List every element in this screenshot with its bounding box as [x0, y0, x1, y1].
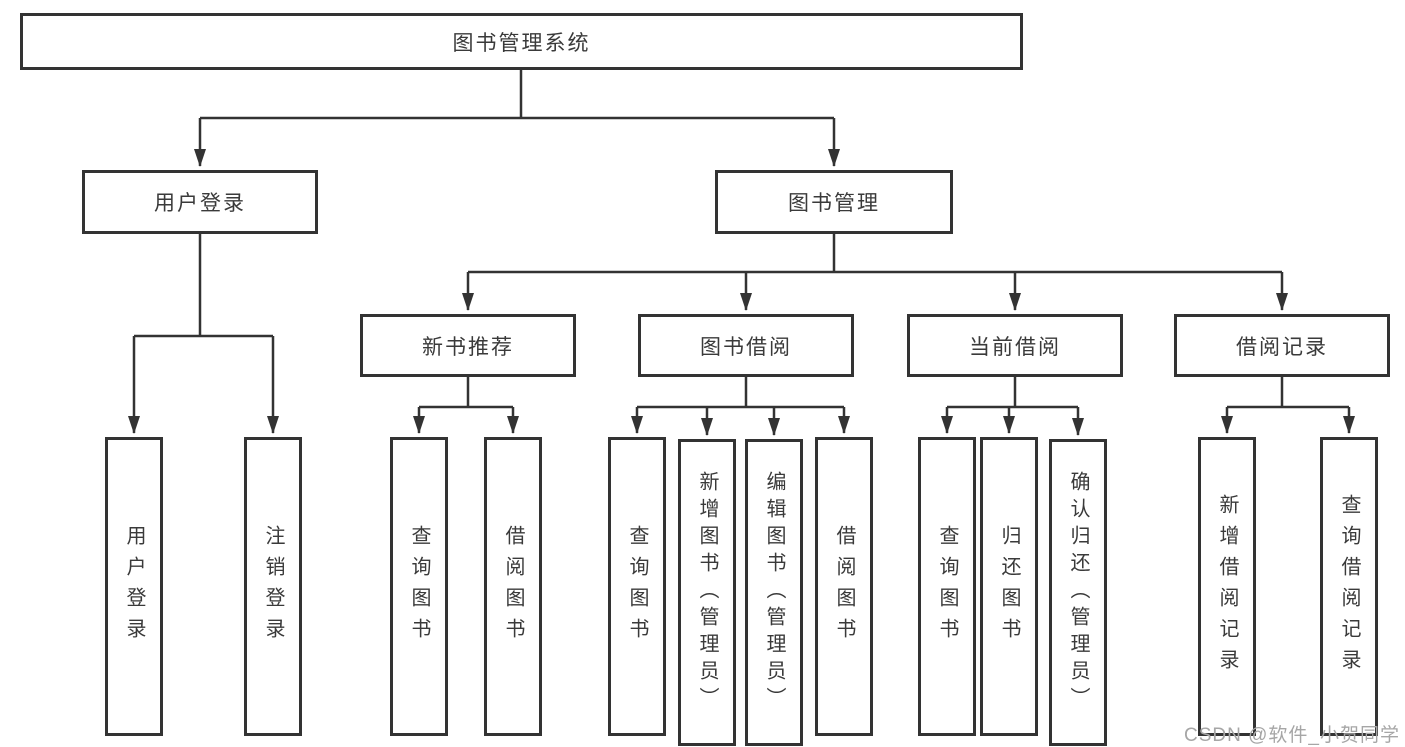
- leaf-confirm-return-admin: 确认归还（管理员）: [1049, 439, 1107, 746]
- node-label: 借阅记录: [1236, 335, 1328, 359]
- node-user-login: 用户登录: [82, 170, 318, 234]
- node-borrowing-records: 借阅记录: [1174, 314, 1390, 377]
- leaf-label: 查询图书: [408, 524, 430, 649]
- leaf-add-book-admin: 新增图书（管理员）: [678, 439, 736, 746]
- node-library-management-system: 图书管理系统: [20, 13, 1023, 70]
- node-label: 图书借阅: [700, 335, 792, 359]
- leaf-label: 借阅图书: [833, 524, 855, 649]
- leaf-label: 新增借阅记录: [1216, 493, 1238, 680]
- node-label: 图书管理系统: [452, 31, 591, 55]
- leaf-borrow-books-borrowing: 借阅图书: [815, 437, 873, 736]
- leaf-label: 查询图书: [626, 524, 648, 649]
- node-label: 当前借阅: [969, 335, 1061, 359]
- node-current-borrowing: 当前借阅: [907, 314, 1123, 377]
- leaf-query-books-recommend: 查询图书: [390, 437, 448, 736]
- leaf-label: 用户登录: [123, 524, 145, 649]
- leaf-return-book: 归还图书: [980, 437, 1038, 736]
- node-label: 新书推荐: [422, 335, 514, 359]
- leaf-add-borrow-record: 新增借阅记录: [1198, 437, 1256, 736]
- leaf-label: 确认归还（管理员）: [1067, 471, 1089, 714]
- node-book-management: 图书管理: [715, 170, 953, 234]
- leaf-label: 注销登录: [262, 524, 284, 649]
- leaf-label: 查询图书: [936, 524, 958, 649]
- leaf-label: 归还图书: [998, 524, 1020, 649]
- leaf-query-books-borrowing: 查询图书: [608, 437, 666, 736]
- leaf-label: 新增图书（管理员）: [696, 471, 718, 714]
- leaf-label: 编辑图书（管理员）: [763, 471, 785, 714]
- leaf-logout: 注销登录: [244, 437, 302, 736]
- leaf-label: 借阅图书: [502, 524, 524, 649]
- node-label: 图书管理: [788, 192, 880, 215]
- node-new-book-recommend: 新书推荐: [360, 314, 576, 377]
- leaf-edit-book-admin: 编辑图书（管理员）: [745, 439, 803, 746]
- leaf-query-books-current: 查询图书: [918, 437, 976, 736]
- leaf-borrow-books-recommend: 借阅图书: [484, 437, 542, 736]
- csdn-watermark: CSDN @软件_小贺同学: [1184, 725, 1400, 746]
- leaf-user-login: 用户登录: [105, 437, 163, 736]
- node-book-borrowing: 图书借阅: [638, 314, 854, 377]
- node-label: 用户登录: [154, 192, 246, 215]
- leaf-label: 查询借阅记录: [1338, 493, 1360, 680]
- leaf-query-borrow-record: 查询借阅记录: [1320, 437, 1378, 736]
